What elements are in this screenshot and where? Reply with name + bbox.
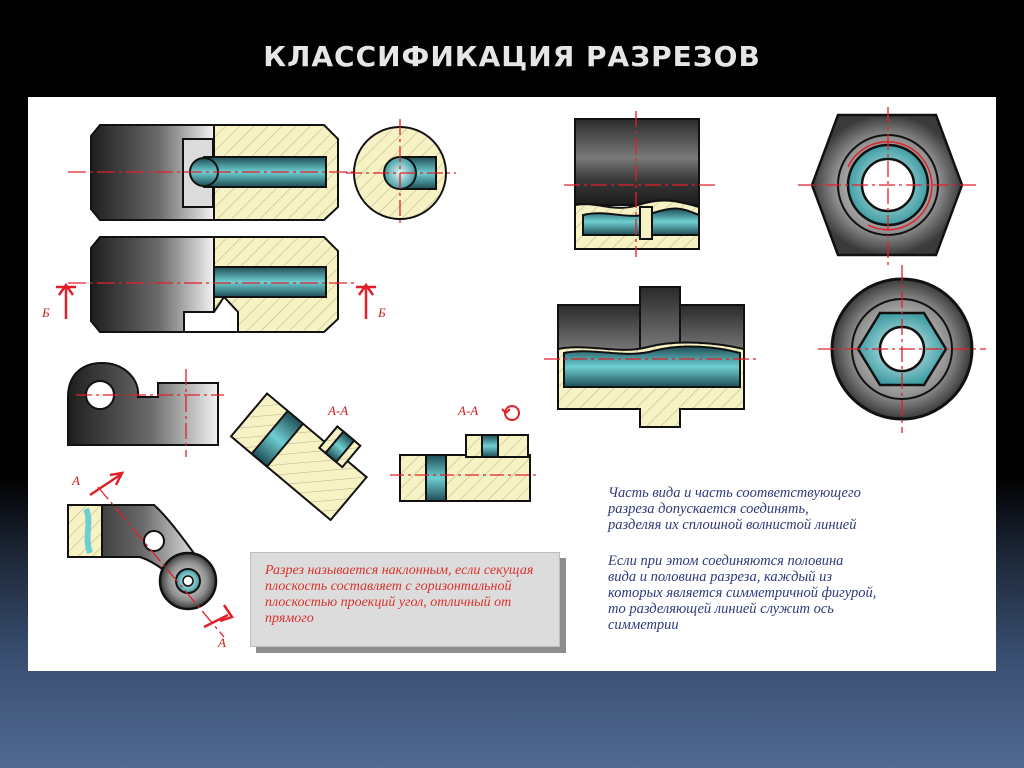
section-label-b-right: Б — [378, 305, 386, 320]
view-section-note-line: Часть вида и часть соответствующего — [608, 485, 861, 501]
view-section-note-line: разреза допускается соединять, — [608, 501, 809, 517]
section-aa-drawing — [390, 405, 540, 502]
round-section-drawing — [346, 119, 456, 227]
round-nut-drawing — [818, 265, 986, 433]
threaded-part-drawing — [544, 286, 758, 428]
view-section-note: Часть вида и часть соответствующего разр… — [608, 485, 861, 533]
technical-drawings — [56, 107, 986, 638]
drawing-canvas: Б Б А-А А-А А А Разрез называется наклон… — [28, 97, 996, 671]
half-view-note-line: вида и половина разреза, каждый из — [608, 569, 833, 585]
view-section-note-line: разделяя их сплошной волнистой линией — [608, 517, 857, 533]
half-view-note-line: то разделяющей линией служит ось — [608, 601, 834, 617]
half-view-note-line: симметрии — [608, 617, 679, 633]
half-view-note: Если при этом соединяются половина вида … — [608, 553, 876, 633]
lever-drawing — [67, 471, 234, 638]
shaft-bottom-drawing — [56, 236, 376, 333]
section-label-a-top: А — [72, 473, 80, 488]
inclined-section-drawing — [229, 392, 369, 522]
section-label-a-bottom: А — [218, 635, 226, 650]
bushing-wavy-drawing — [564, 111, 718, 257]
slide-title: КЛАССИФИКАЦИЯ РАЗРЕЗОВ — [263, 40, 761, 73]
half-view-note-line: Если при этом соединяются половина — [608, 553, 844, 569]
hex-nut-drawing — [798, 107, 978, 265]
section-label-b-left: Б — [42, 305, 50, 320]
section-label-aa-inclined: А-А — [328, 403, 349, 418]
bracket-drawing — [67, 361, 224, 457]
half-view-note-line: которых является симметричной фигурой, — [608, 585, 877, 601]
section-label-aa-rotated: А-А — [458, 403, 479, 418]
shaft-top-drawing — [68, 124, 358, 221]
inclined-section-note: Разрез называется наклонным, если секуща… — [250, 552, 560, 647]
